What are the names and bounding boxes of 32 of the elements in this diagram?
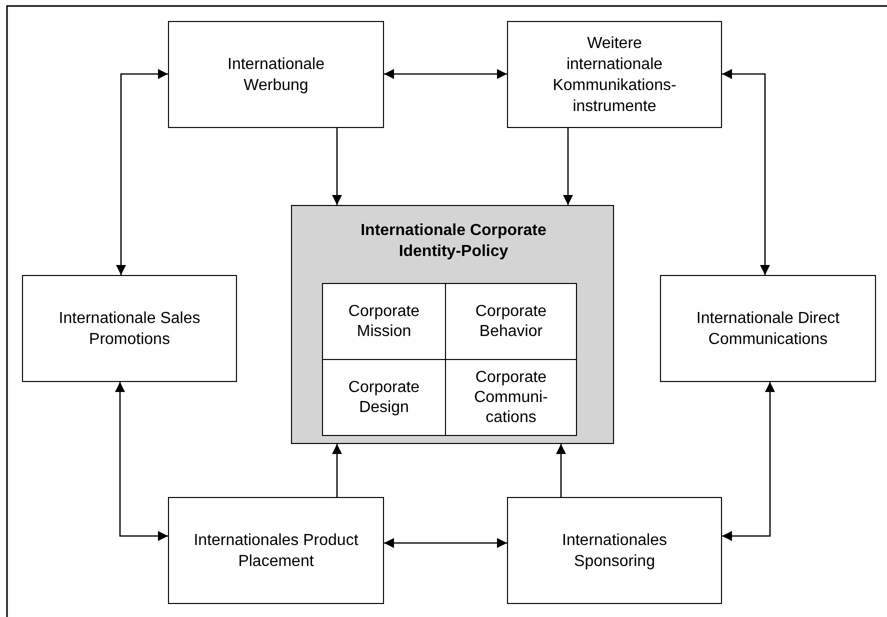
- heading: Internationale Corporate Identity-Policy: [360, 221, 548, 262]
- arrow: [722, 382, 775, 541]
- node-label: Weitere internationale Kommunikations- instrumente: [552, 34, 678, 116]
- node-label: Internationale Direct Communications: [695, 308, 841, 350]
- process-box: [22, 275, 237, 382]
- node-label: Internationales Product Placement: [192, 530, 360, 572]
- node-label: Corporate Behavior: [474, 302, 548, 342]
- node-label: Corporate Mission: [347, 302, 421, 342]
- node-label: Corporate Communi- cations: [473, 368, 549, 428]
- grid-cell: [445, 359, 577, 436]
- node-label: Internationale Werbung: [226, 54, 326, 96]
- grid-cell: [322, 283, 446, 360]
- node-label: Internationales Sponsoring: [561, 530, 668, 572]
- arrow: [384, 538, 507, 548]
- process-box: [168, 497, 384, 604]
- grid-cell: [445, 283, 577, 360]
- arrow: [563, 128, 573, 205]
- node-label: Internationale Sales Promotions: [58, 308, 202, 350]
- arrow: [384, 69, 507, 79]
- arrow: [116, 69, 168, 275]
- arrow: [332, 128, 342, 205]
- arrow: [115, 382, 168, 541]
- arrow: [332, 444, 342, 497]
- node-label: Corporate Design: [347, 378, 421, 418]
- process-box: [507, 21, 722, 128]
- arrow: [722, 69, 770, 275]
- process-box: [660, 275, 876, 382]
- grid-cell: [322, 359, 446, 436]
- arrow: [556, 444, 566, 497]
- policy-box: [291, 205, 614, 444]
- process-box: [168, 21, 384, 128]
- process-box: [507, 497, 722, 604]
